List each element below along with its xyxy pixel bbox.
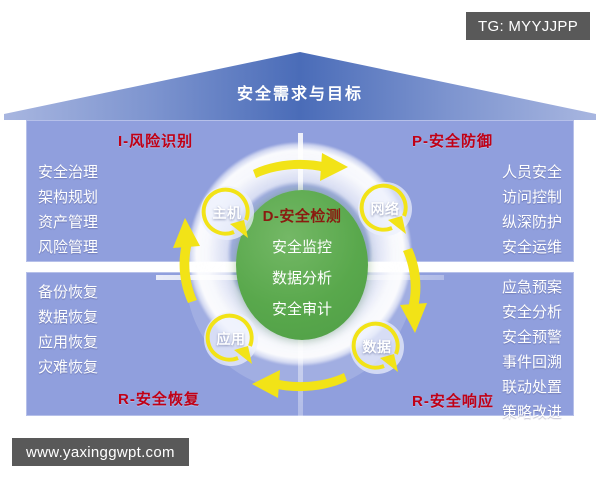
core-circle [236,190,368,340]
core-heading: D-安全检测 [262,208,342,225]
roof-label: 安全需求与目标 [236,86,363,103]
list-item: 安全分析 [502,304,563,321]
list-item: 访问控制 [502,189,563,206]
quadrant-heading-security-response: R-安全响应 [412,393,494,410]
list-item: 灾难恢复 [38,359,99,376]
list-item: 安全监控 [271,239,332,256]
list-item: 备份恢复 [38,284,99,301]
quadrant-items-security-recovery: 备份恢复数据恢复应用恢复灾难恢复 [38,280,98,380]
list-item: 纵深防护 [502,214,563,231]
list-item: 风险管理 [38,239,99,256]
bubble-network: 网络 [358,182,412,236]
quadrant-items-security-protection: 人员安全访问控制纵深防护安全运维 [502,160,562,260]
bubble-host: 主机 [200,186,254,240]
quadrant-heading-security-recovery: R-安全恢复 [118,391,200,408]
bubble-ring-arrow-icon [205,313,254,364]
list-item: 数据分析 [271,270,332,287]
roof-shape [4,52,596,120]
bubble-ring-arrow-icon [201,187,250,238]
list-item: 安全治理 [38,164,99,181]
quadrant-items-risk-identification: 安全治理架构规划资产管理风险管理 [38,160,98,260]
list-item: 应用恢复 [38,334,99,351]
cycle-arrow-bottom [252,370,347,398]
bubble-application: 应用 [204,312,258,366]
list-item: 事件回溯 [502,354,563,371]
bubble-ring-arrow-icon [359,183,408,234]
quadrant-heading-risk-identification: I-风险识别 [118,133,194,150]
cycle-arrow-top [253,153,348,181]
list-item: 架构规划 [38,189,99,206]
list-item: 安全预警 [502,329,563,346]
list-item: 应急预案 [502,279,563,296]
bubble-label: 主机 [212,205,242,221]
list-item: 资产管理 [38,214,99,231]
cycle-arrow-left [173,218,200,303]
tg-watermark-badge: TG: MYYJJPP [466,12,590,40]
list-item: 数据恢复 [38,309,99,326]
bubble-ring-arrow-icon [351,321,400,372]
quadrant-heading-security-protection: P-安全防御 [412,133,494,150]
quadrant-items-security-response: 应急预案安全分析安全预警事件回溯联动处置策略改进 [502,275,562,425]
list-item: 联动处置 [502,379,563,396]
bubble-label: 数据 [362,339,392,355]
bubble-data: 数据 [350,320,404,374]
list-item: 人员安全 [502,164,563,181]
core-items: 安全监控数据分析安全审计 [216,232,388,325]
list-item: 安全审计 [271,301,332,318]
list-item: 安全运维 [502,239,563,256]
cycle-arrow-right [400,248,427,333]
site-url-watermark: www.yaxinggwpt.com [12,438,189,466]
bubble-label: 应用 [216,331,246,347]
list-item: 策略改进 [502,404,563,421]
bubble-label: 网络 [370,201,400,217]
